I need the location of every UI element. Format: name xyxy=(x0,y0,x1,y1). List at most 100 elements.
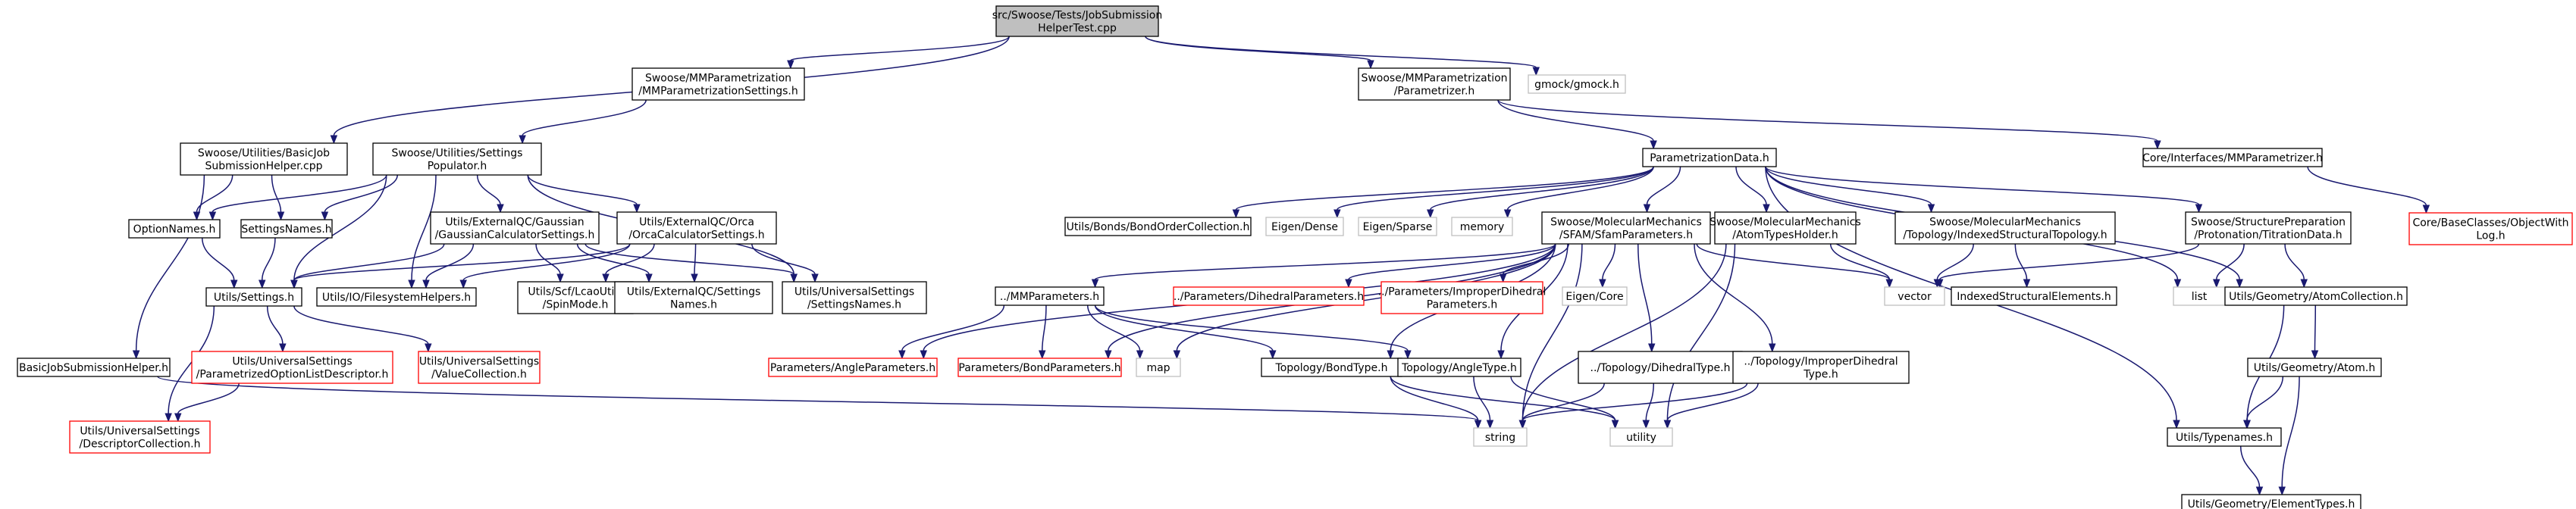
edge-dihedraltype-to-utility xyxy=(1642,383,1654,429)
edge-indexedtopo-to-indexedelements xyxy=(2014,243,2031,289)
edge-mmparameters-to-angleparams xyxy=(898,304,1005,360)
node-parametrizer[interactable]: Swoose/MMParametrization/Parametrizer.h xyxy=(1358,67,1511,101)
node-bondparams[interactable]: Parameters/BondParameters.h xyxy=(957,358,1122,377)
node-label-line: Utils/UniversalSettings xyxy=(232,356,352,368)
node-paramoptlist[interactable]: Utils/UniversalSettings/ParametrizedOpti… xyxy=(191,351,393,384)
node-eigendense[interactable]: Eigen/Dense xyxy=(1265,217,1344,236)
node-label-line: Utils/Scf/LcaoUtils xyxy=(528,286,622,298)
node-mmparameters[interactable]: ../MMParameters.h xyxy=(995,286,1105,306)
edge-orca-to-spinmode xyxy=(602,243,655,283)
node-box xyxy=(2247,358,2382,377)
node-orca[interactable]: Utils/ExternalQC/Orca/OrcaCalculatorSett… xyxy=(616,211,777,245)
node-settingsnames[interactable]: SettingsNames.h xyxy=(240,219,333,239)
node-optionnames[interactable]: OptionNames.h xyxy=(128,219,221,239)
node-extqcnames[interactable]: Utils/ExternalQC/SettingsNames.h xyxy=(614,281,773,314)
node-atom[interactable]: Utils/Geometry/Atom.h xyxy=(2247,358,2382,377)
node-label-line: Utils/ExternalQC/Orca xyxy=(639,217,754,229)
edge-gaussian-to-extqcnames xyxy=(576,243,653,283)
edge-paramdata-to-sfamparams xyxy=(1643,166,1681,214)
node-atomcollection[interactable]: Utils/Geometry/AtomCollection.h xyxy=(2224,286,2408,306)
node-label-line: Utils/UniversalSettings xyxy=(419,356,539,368)
node-unisettingsnames[interactable]: Utils/UniversalSettings/SettingsNames.h xyxy=(782,281,927,314)
node-box xyxy=(517,281,634,314)
edge-titration-to-vector xyxy=(1935,243,2200,289)
node-paramdata[interactable]: ParametrizationData.h xyxy=(1642,148,1777,167)
node-improperparams[interactable]: ../Parameters/ImproperDihedralParameters… xyxy=(1378,281,1547,314)
node-label-line: /MMParametrizationSettings.h xyxy=(638,86,798,98)
node-utility[interactable]: utility xyxy=(1609,427,1673,447)
node-spinmode[interactable]: Utils/Scf/LcaoUtils/SpinMode.h xyxy=(517,281,634,314)
node-label-line: vector xyxy=(1898,291,1932,303)
node-box xyxy=(17,358,171,377)
node-angletype[interactable]: Topology/AngleType.h xyxy=(1397,358,1521,377)
edge-impropertype-to-string xyxy=(1518,383,1748,429)
node-label-line: OptionNames.h xyxy=(133,223,216,236)
node-memory[interactable]: memory xyxy=(1451,217,1513,236)
edge-utilssettings-to-paramoptlist xyxy=(266,305,287,353)
node-atomtypes[interactable]: Swoose/MolecularMechanics/AtomTypesHolde… xyxy=(1709,211,1861,245)
node-box xyxy=(1173,286,1365,306)
node-map[interactable]: map xyxy=(1136,358,1181,377)
node-fshelpers[interactable]: Utils/IO/FilesystemHelpers.h xyxy=(316,287,477,307)
node-gmock[interactable]: gmock/gmock.h xyxy=(1528,74,1626,94)
node-label-line: Utils/Settings.h xyxy=(214,292,294,304)
node-descriptorcoll[interactable]: Utils/UniversalSettings/DescriptorCollec… xyxy=(69,420,211,454)
node-label-line: ../Topology/ImproperDihedral xyxy=(1744,356,1898,368)
node-string[interactable]: string xyxy=(1473,427,1528,447)
node-box xyxy=(1894,211,2116,245)
edge-root-to-parametrizer xyxy=(1145,36,1374,70)
node-dihedralparams[interactable]: ../Parameters/DihedralParameters.h xyxy=(1173,286,1365,306)
node-label-line: /SpinMode.h xyxy=(543,299,609,311)
node-bondtype[interactable]: Topology/BondType.h xyxy=(1261,358,1402,377)
node-label-line: IndexedStructuralElements.h xyxy=(1957,291,2111,303)
node-box xyxy=(2408,212,2573,245)
node-indexedelements[interactable]: IndexedStructuralElements.h xyxy=(1951,286,2117,306)
node-label-line: Utils/Bonds/BondOrderCollection.h xyxy=(1067,221,1250,233)
node-label-line: memory xyxy=(1460,221,1505,233)
node-label-line: utility xyxy=(1626,432,1656,444)
node-label-line: Utils/Geometry/Atom.h xyxy=(2254,362,2375,374)
node-sfamparams[interactable]: Swoose/MolecularMechanics/SFAM/SfamParam… xyxy=(1541,211,1711,245)
node-vector[interactable]: vector xyxy=(1884,286,1945,306)
node-coremmparam[interactable]: Core/Interfaces/MMParametrizer.h xyxy=(2142,148,2323,167)
node-angleparams[interactable]: Parameters/AngleParameters.h xyxy=(768,358,938,377)
edge-atomcollection-to-atom xyxy=(2311,304,2319,360)
node-box xyxy=(2167,427,2282,447)
node-box xyxy=(1473,427,1528,447)
node-box xyxy=(995,286,1105,306)
node-dihedraltype[interactable]: ../Topology/DihedralType.h xyxy=(1578,351,1743,384)
node-label-line: SettingsNames.h xyxy=(241,223,331,236)
edge-sfamparams-to-mmparameters xyxy=(1091,243,1556,289)
edge-basicjobh-to-string xyxy=(157,376,1482,429)
node-bondorder[interactable]: Utils/Bonds/BondOrderCollection.h xyxy=(1064,217,1252,236)
node-list[interactable]: list xyxy=(2173,286,2226,306)
edge-sfamparams-to-map xyxy=(1173,243,1556,360)
node-eigensparse[interactable]: Eigen/Sparse xyxy=(1358,217,1437,236)
node-utilssettings[interactable]: Utils/Settings.h xyxy=(205,287,302,307)
node-label-line: Topology/AngleType.h xyxy=(1401,362,1517,374)
node-box xyxy=(1884,286,1945,306)
node-box xyxy=(1609,427,1673,447)
node-indexedtopo[interactable]: Swoose/MolecularMechanics/Topology/Index… xyxy=(1894,211,2116,245)
node-elementtypes[interactable]: Utils/Geometry/ElementTypes.h xyxy=(2181,494,2361,509)
node-basicjobh[interactable]: BasicJobSubmissionHelper.h xyxy=(17,358,171,377)
node-mmpsettings[interactable]: Swoose/MMParametrization/MMParametrizati… xyxy=(631,67,805,101)
node-box xyxy=(1528,74,1626,94)
node-root[interactable]: src/Swoose/Tests/JobSubmissionHelperTest… xyxy=(992,5,1163,37)
node-valuecollection[interactable]: Utils/UniversalSettings/ValueCollection.… xyxy=(418,351,541,384)
node-box xyxy=(1261,358,1402,377)
node-typenames[interactable]: Utils/Typenames.h xyxy=(2167,427,2282,447)
node-label-line: Swoose/Utilities/BasicJob xyxy=(198,148,330,160)
node-label-line: Utils/Geometry/ElementTypes.h xyxy=(2188,498,2355,509)
node-box xyxy=(1358,67,1511,101)
node-box xyxy=(372,142,542,176)
node-gaussian[interactable]: Utils/ExternalQC/Gaussian/GaussianCalcul… xyxy=(430,211,600,245)
node-eigencore[interactable]: Eigen/Core xyxy=(1562,286,1628,306)
edge-sfamparams-to-dihedralparams xyxy=(1345,243,1556,289)
node-titration[interactable]: Swoose/StructurePreparation/Protonation/… xyxy=(2185,211,2352,245)
node-basicjobcpp[interactable]: Swoose/Utilities/BasicJobSubmissionHelpe… xyxy=(180,142,348,176)
